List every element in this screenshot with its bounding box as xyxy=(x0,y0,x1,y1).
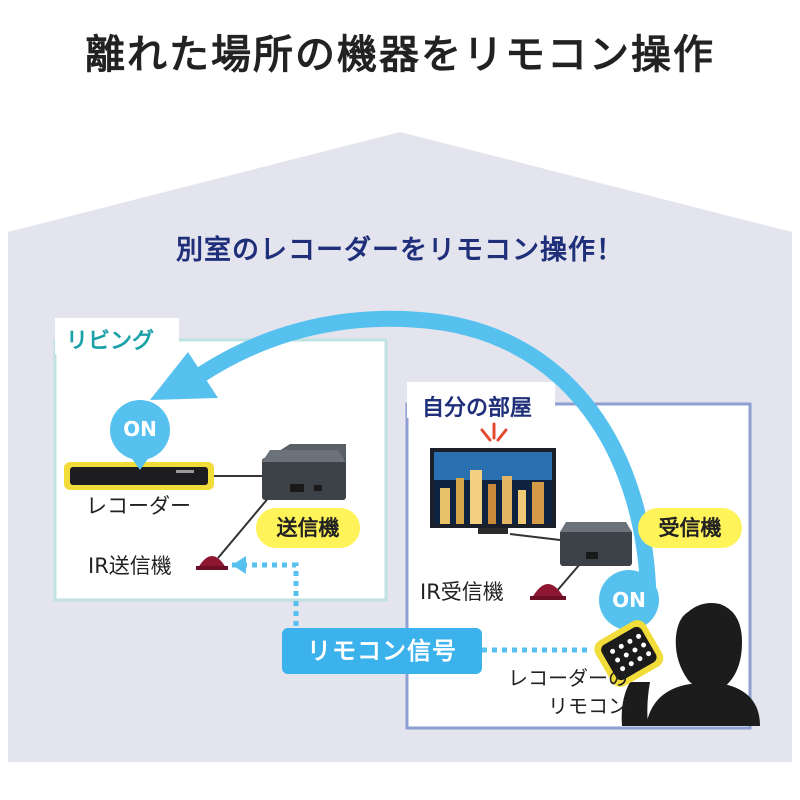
transmitter-device xyxy=(262,444,346,500)
remote-signal-label: リモコン信号 xyxy=(282,628,482,674)
ir-transmitter-label: IR送信機 xyxy=(88,554,172,578)
recorder-label: レコーダー xyxy=(86,494,191,518)
own-room-tab xyxy=(407,382,555,418)
tv-alert-lines xyxy=(480,422,508,442)
receiver-badge: 受信機 xyxy=(638,508,742,548)
ir-receiver-label: IR受信機 xyxy=(420,580,504,604)
subtitle: 別室のレコーダーをリモコン操作！ xyxy=(176,235,624,266)
living-room-label: リビング xyxy=(66,329,155,354)
signal-arc-arrow xyxy=(188,310,656,593)
wire-rx-ir xyxy=(555,563,581,593)
remote-label-line2: リモコン xyxy=(548,694,628,718)
receiver-device xyxy=(560,522,632,566)
tv-device xyxy=(430,448,556,534)
on-bubble-right-text: ON xyxy=(612,588,646,612)
signal-dotted-line xyxy=(232,562,299,628)
person-silhouette xyxy=(621,603,760,726)
on-bubble-left xyxy=(110,400,170,470)
ir-receiver-dome xyxy=(532,584,564,598)
main-title: 離れた場所の機器をリモコン操作 xyxy=(85,32,715,78)
arrow-head xyxy=(150,352,218,400)
ir-transmitter-dome xyxy=(198,556,226,568)
wire-tv-rx xyxy=(509,533,561,541)
remote-label: レコーダーの リモコン xyxy=(468,664,628,720)
wire-tx-ir xyxy=(217,495,271,559)
remote-label-line1: レコーダーの xyxy=(508,666,628,690)
dotted-arrow-head xyxy=(232,556,246,574)
transmitter-badge: 送信機 xyxy=(256,508,360,548)
remote-control xyxy=(594,620,664,687)
living-room-tab xyxy=(55,318,179,354)
own-room-label: 自分の部屋 xyxy=(422,396,533,421)
on-bubble-left-text: ON xyxy=(123,417,157,441)
recorder-device xyxy=(64,462,214,490)
